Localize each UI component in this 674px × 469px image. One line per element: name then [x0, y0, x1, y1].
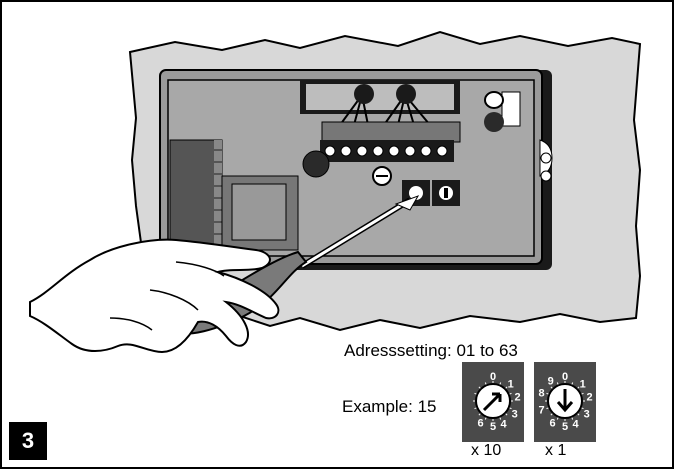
dial-tick [484, 417, 487, 420]
right-hardware [484, 91, 553, 182]
dial-tick [577, 386, 580, 389]
example-caption: Example: 15 [342, 397, 437, 416]
rotary-dial-x1 [534, 362, 596, 442]
dial-tick [474, 407, 477, 410]
circuit-board [169, 139, 223, 259]
hand [29, 238, 280, 354]
hand-creases [109, 261, 225, 331]
dial-digit: 6 [549, 418, 555, 430]
dial-tick [478, 413, 481, 416]
dial-tick [556, 417, 559, 420]
dial-digit: 6 [477, 418, 483, 430]
dial-tick [571, 382, 574, 385]
dial-digit: 7 [538, 405, 544, 417]
cable-slot [300, 80, 460, 114]
dial-digit: 3 [512, 409, 518, 421]
dial-tick [478, 386, 481, 389]
transformer [221, 175, 299, 251]
dial-digit: 8 [538, 387, 544, 399]
dial-x1-caption: x 1 [545, 442, 567, 459]
dial-digit: 1 [580, 378, 586, 390]
wire-pin-right [396, 84, 416, 104]
dial-x10-caption: x 10 [471, 442, 502, 459]
wire-pin-left [354, 84, 374, 104]
rotary-switch-pair [402, 180, 460, 206]
dial-tick [505, 413, 508, 416]
dial-digit: 5 [562, 421, 568, 433]
dial-digit: 2 [515, 392, 521, 404]
dial-digit: 9 [548, 376, 554, 388]
dial-digit: 3 [584, 409, 590, 421]
dial-tick [484, 382, 487, 385]
dial-tick [499, 417, 502, 420]
dial-tick [546, 392, 549, 395]
dial-tick [499, 382, 502, 385]
dial-tick [509, 392, 512, 395]
step-number-badge: 3 [9, 422, 47, 460]
dial-tick [550, 386, 553, 389]
dial-digit: 1 [508, 378, 514, 390]
dial-tick [509, 407, 512, 410]
dial-tick [577, 413, 580, 416]
dial-tick [546, 407, 549, 410]
dial-tick [556, 382, 559, 385]
dial-digit: 0 [490, 371, 496, 383]
address-setting-caption: Adresssetting: 01 to 63 [344, 341, 518, 360]
dial-digit: 0 [562, 371, 568, 383]
dial-digit: 2 [587, 392, 593, 404]
dial-tick [505, 386, 508, 389]
dial-digit: 4 [573, 419, 580, 431]
dial-digit: 4 [501, 419, 508, 431]
dial-digit: 5 [490, 421, 496, 433]
dial-tick [581, 407, 584, 410]
rotary-dial-x10 [462, 362, 524, 442]
dial-tick [581, 392, 584, 395]
cable-gland [302, 150, 330, 178]
dial-tick [571, 417, 574, 420]
terminal-block [320, 121, 461, 162]
dial-tick [474, 392, 477, 395]
dial-tick [550, 413, 553, 416]
